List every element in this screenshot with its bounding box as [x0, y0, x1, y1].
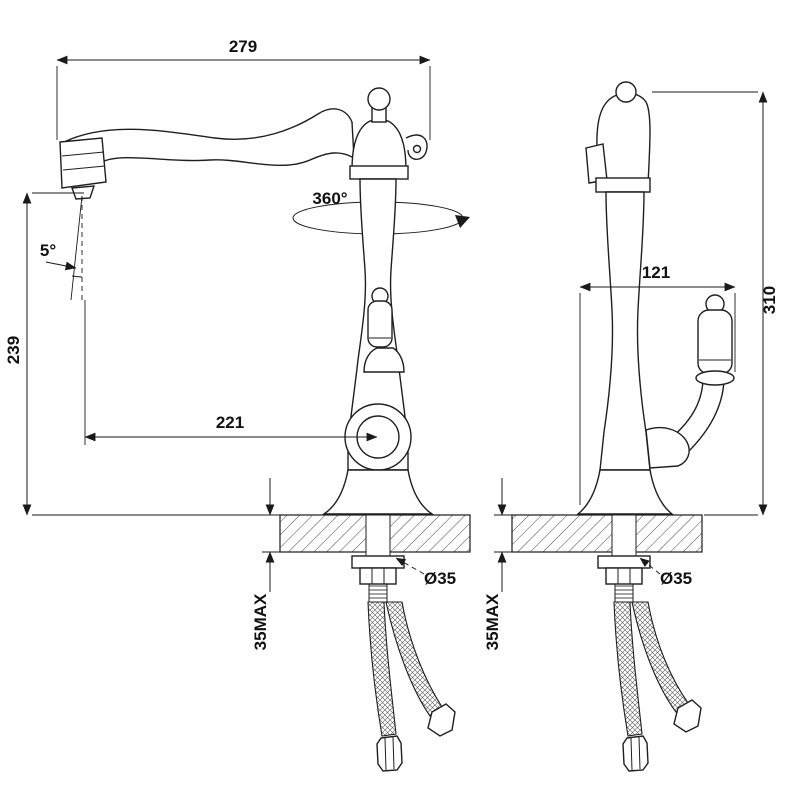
- dimension-310: 310: [652, 91, 779, 516]
- dimension-121: 121: [579, 263, 736, 505]
- dimension-5deg: 5°: [40, 195, 83, 301]
- dimension-279: 279: [56, 37, 431, 140]
- hose-nut: [427, 703, 456, 737]
- handle-side: [645, 294, 735, 469]
- countertop-side: [511, 514, 703, 553]
- handle-front: [363, 287, 405, 373]
- dim-239-label: 239: [4, 336, 23, 364]
- base-front: [321, 469, 435, 515]
- dimension-35max-side: 35MAX: [483, 478, 560, 650]
- front-view: 279 239 5° 360° 221: [4, 37, 471, 772]
- base-side: [576, 469, 674, 515]
- hose-nut: [673, 699, 702, 733]
- hardware-side: [597, 514, 651, 603]
- finial-ball-side: [615, 81, 637, 103]
- spout-outlet: [59, 137, 107, 200]
- hardware-front: [351, 514, 405, 603]
- hose-nut: [622, 735, 649, 772]
- hoses-front: [367, 601, 456, 772]
- finial-ball-front: [367, 87, 391, 111]
- body-cap-front: [349, 87, 428, 180]
- dim-35max-side-label: 35MAX: [483, 593, 502, 650]
- body-column-side: [599, 191, 651, 471]
- dim-221-label: 221: [216, 413, 244, 432]
- spout-side: [585, 81, 651, 193]
- dim-279-label: 279: [229, 37, 257, 56]
- dim-hole-side-label: Ø35: [660, 569, 692, 588]
- side-view: 121 310 35MAX Ø35: [483, 81, 779, 772]
- valve-boss-front: [344, 403, 412, 471]
- dim-5deg-label: 5°: [40, 241, 56, 260]
- swivel-arrowhead: [455, 215, 470, 228]
- dim-360-label: 360°: [312, 189, 347, 208]
- hose-nut: [376, 735, 403, 772]
- dimension-hole-front: Ø35: [395, 557, 456, 588]
- dimension-35max-front: 35MAX: [251, 478, 348, 650]
- dimension-221: 221: [84, 300, 378, 445]
- dimension-hole-side: Ø35: [639, 557, 692, 588]
- dim-hole-front-label: Ø35: [424, 569, 456, 588]
- hoses-side: [613, 601, 702, 772]
- spout-front: [63, 108, 355, 180]
- dim-121-label: 121: [642, 263, 670, 282]
- dim-35max-front-label: 35MAX: [251, 593, 270, 650]
- dim-310-label: 310: [760, 286, 779, 314]
